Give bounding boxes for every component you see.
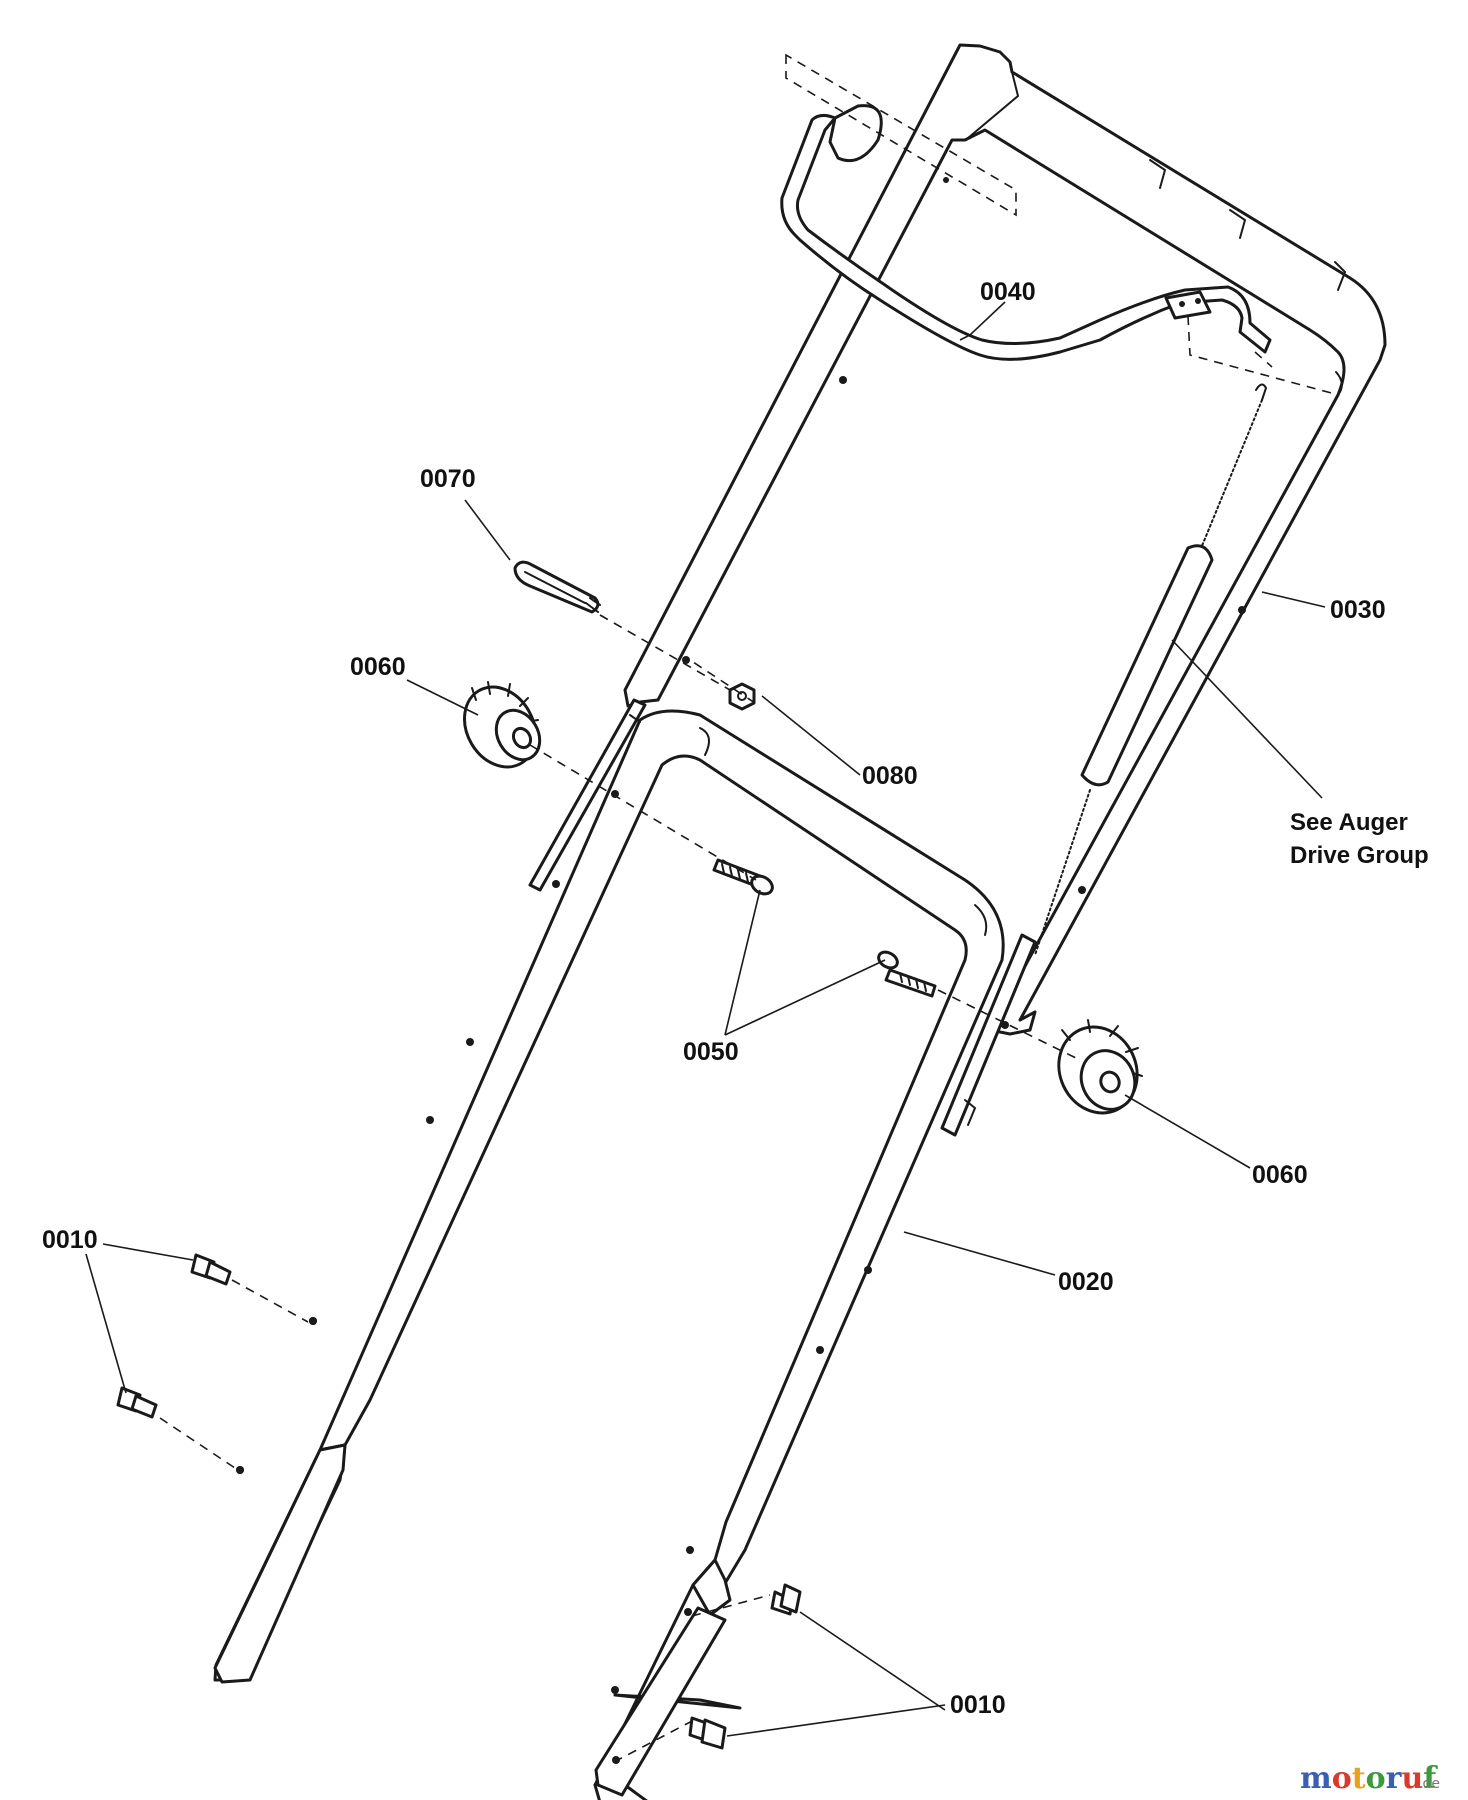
callout-0080: 0080 <box>862 762 918 790</box>
callout-0060-left: 0060 <box>350 653 406 681</box>
callout-0050: 0050 <box>683 1038 739 1066</box>
note-see-auger-line1: See Auger <box>1290 809 1408 836</box>
clip-0070 <box>513 560 601 614</box>
screw-0010-lower-right <box>688 1716 727 1750</box>
knob-0060-right <box>1057 1019 1143 1115</box>
callout-0040: 0040 <box>980 278 1036 306</box>
note-see-auger-line2: Drive Group <box>1290 842 1429 869</box>
assembly-dash-lines <box>159 315 1336 1763</box>
watermark-logo: motoruf .de <box>1300 1761 1440 1796</box>
cable-spring <box>1034 383 1268 956</box>
watermark-letter: f <box>1423 1761 1438 1796</box>
right-joint-bracket <box>940 933 1037 1137</box>
watermark-letter: o <box>1366 1761 1386 1796</box>
leader-lines <box>85 301 1326 1737</box>
watermark-letter: m <box>1300 1761 1332 1796</box>
svg-text:motoruf: motoruf <box>1300 1761 1438 1796</box>
svg-text:.de: .de <box>1418 1776 1440 1792</box>
callout-0060-right: 0060 <box>1252 1161 1308 1189</box>
callout-0030: 0030 <box>1330 596 1386 624</box>
left-joint-bracket <box>528 698 647 892</box>
callout-0010-right: 0010 <box>950 1691 1006 1719</box>
watermark-letter: o <box>1332 1761 1352 1796</box>
watermark-letter: r <box>1386 1761 1403 1796</box>
screw-0010-lower-left <box>116 1386 158 1419</box>
mount-outline-dashed <box>785 53 1017 217</box>
callout-labels: 0040 0070 0030 0060 0080 See Auger Drive… <box>42 278 1429 1719</box>
knob-0060-left <box>463 681 542 769</box>
lower-right-foot <box>594 1606 727 1797</box>
callout-0020: 0020 <box>1058 1268 1114 1296</box>
lower-handle-0020 <box>213 709 1009 1800</box>
callout-0070: 0070 <box>420 465 476 493</box>
screw-0010-upper-left <box>190 1253 232 1286</box>
upper-handle-0030 <box>623 43 1387 1036</box>
watermark-letter: t <box>1352 1761 1366 1796</box>
bolt-0050-right <box>877 950 937 998</box>
bolt-0050-left <box>712 858 774 896</box>
screw-0010-upper-right <box>770 1583 802 1616</box>
lower-left-foot <box>213 1317 347 1684</box>
nut-0080 <box>728 682 756 711</box>
control-bail-0040 <box>780 104 1272 361</box>
callout-0010-left: 0010 <box>42 1226 98 1254</box>
watermark-letter: u <box>1401 1761 1423 1796</box>
